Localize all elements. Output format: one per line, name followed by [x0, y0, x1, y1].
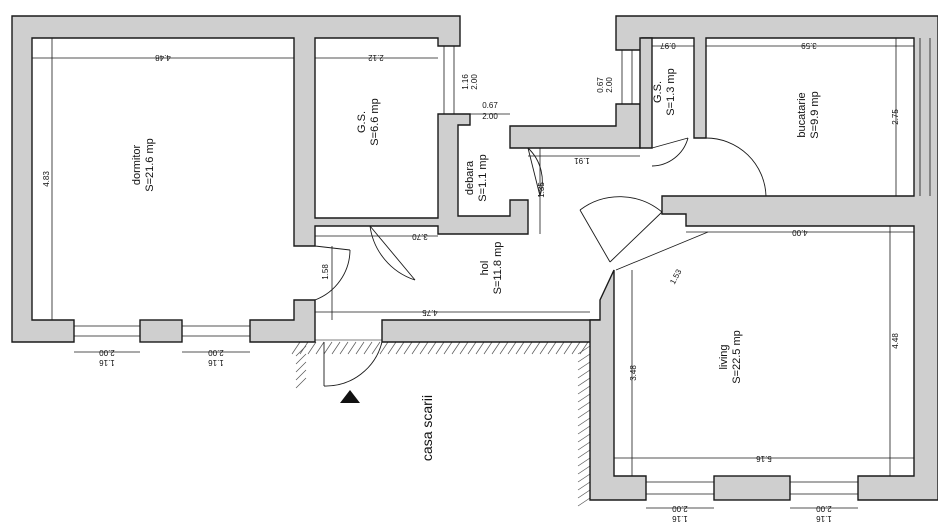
dim-gs-window-h: 2.00 — [470, 74, 479, 90]
dim-dorm-win2-w: 2.00 — [208, 348, 224, 357]
wall-entry-right — [381, 319, 601, 343]
dim-gs2-window-w: 0.67 — [596, 77, 605, 93]
window-living-2 — [790, 481, 858, 495]
room-name: G.S. — [356, 111, 368, 133]
dim-living-win2-w: 2.00 — [816, 504, 832, 513]
room-name: G.S. — [652, 81, 664, 103]
room-area: S=22.5 mp — [731, 330, 743, 384]
room-name: living — [718, 344, 730, 369]
dim-gs2-window-h: 2.00 — [605, 77, 614, 93]
dim-gs-width: 2.12 — [368, 53, 384, 62]
room-hol: hol S=11.8 mp — [479, 242, 504, 295]
window-living-1 — [646, 481, 714, 495]
dim-kitchen-width: 3.59 — [801, 41, 817, 50]
window-dorm-2 — [182, 325, 250, 337]
dim-debara-h: 1.35 — [537, 182, 546, 198]
window-gs — [443, 46, 455, 114]
room-area: S=1.1 mp — [477, 154, 489, 201]
dim-hall-width: 3.70 — [412, 232, 428, 241]
door-living — [579, 196, 663, 263]
room-name: dormitor — [131, 144, 143, 185]
dim-living-top: 4.00 — [792, 228, 808, 237]
room-gs-small: G.S. S=1.3 mp — [652, 68, 677, 115]
wall-dorm-bottom-right — [249, 299, 316, 343]
dimension-lines — [32, 38, 914, 509]
wall-right-block — [615, 15, 938, 501]
wall-dorm-pier — [139, 319, 183, 343]
dim-hall-entry: 1.58 — [321, 264, 330, 280]
dim-debara-door-w: 0.67 — [482, 101, 498, 110]
label-staircase: casa scarii — [419, 395, 435, 461]
dim-debara-door-h: 2.00 — [482, 112, 498, 121]
dim-living-diag: 1.53 — [668, 267, 684, 285]
dim-hall-segment: 1.91 — [574, 156, 590, 165]
room-area: S=6.6 mp — [369, 98, 381, 145]
window-kitchen — [919, 38, 931, 196]
dim-hall-bottom: 4.75 — [422, 308, 438, 317]
entry-arrow-icon — [340, 390, 360, 403]
dim-living-bottom: 5.16 — [756, 454, 772, 463]
room-name: bucatarie — [796, 92, 808, 137]
room-area: S=11.8 mp — [492, 242, 504, 295]
room-area: S=1.3 mp — [665, 68, 677, 115]
door-dormitor — [314, 245, 351, 301]
dim-gs-window-w: 1.16 — [461, 74, 470, 90]
dim-dorm-win2-h: 1.16 — [208, 358, 224, 367]
door-gs2 — [651, 137, 689, 167]
windows — [74, 38, 931, 495]
dim-living-win1-h: 1.16 — [672, 514, 688, 523]
room-area: S=21.6 mp — [144, 138, 156, 192]
room-area: S=9.9 mp — [809, 91, 821, 138]
dim-dorm-win1-h: 1.16 — [99, 358, 115, 367]
room-living: living S=22.5 mp — [718, 330, 743, 384]
dim-living-win2-h: 1.16 — [816, 514, 832, 523]
dim-gs2-width: 0.97 — [660, 41, 676, 50]
door-entry — [323, 341, 383, 387]
dim-dorm-height: 4.83 — [42, 171, 51, 187]
room-name: debara — [464, 160, 476, 195]
window-gs2 — [621, 50, 633, 104]
walls — [11, 15, 938, 501]
dim-dorm-width: 4.48 — [155, 53, 171, 62]
window-dorm-1 — [74, 325, 140, 337]
dim-living-win1-w: 2.00 — [672, 504, 688, 513]
wall-living-pier — [713, 475, 791, 501]
dim-living-left: 3.48 — [629, 365, 638, 381]
room-bucatarie: bucatarie S=9.9 mp — [796, 91, 821, 138]
wall-living-left — [589, 269, 647, 501]
room-gs-big: G.S. S=6.6 mp — [356, 98, 381, 145]
doors — [314, 137, 767, 387]
staircase-label: casa scarii — [419, 395, 435, 461]
dim-kitchen-height: 2.75 — [891, 109, 900, 125]
door-gs — [369, 225, 416, 281]
wall-hall-top — [509, 103, 641, 149]
dim-dorm-win1-w: 2.00 — [99, 348, 115, 357]
staircase-hatching — [291, 339, 600, 507]
dim-living-right: 4.48 — [891, 333, 900, 349]
wall-gs2-right — [639, 37, 653, 149]
dimension-texts: 4.48 4.83 2.12 1.16 2.00 0.67 2.00 1.35 … — [42, 41, 900, 523]
room-debara: debara S=1.1 mp — [464, 154, 489, 201]
room-dormitor: dormitor S=21.6 mp — [131, 138, 156, 192]
room-name: hol — [479, 261, 491, 276]
door-kitchen — [705, 137, 767, 197]
wall-left-block — [11, 15, 529, 343]
